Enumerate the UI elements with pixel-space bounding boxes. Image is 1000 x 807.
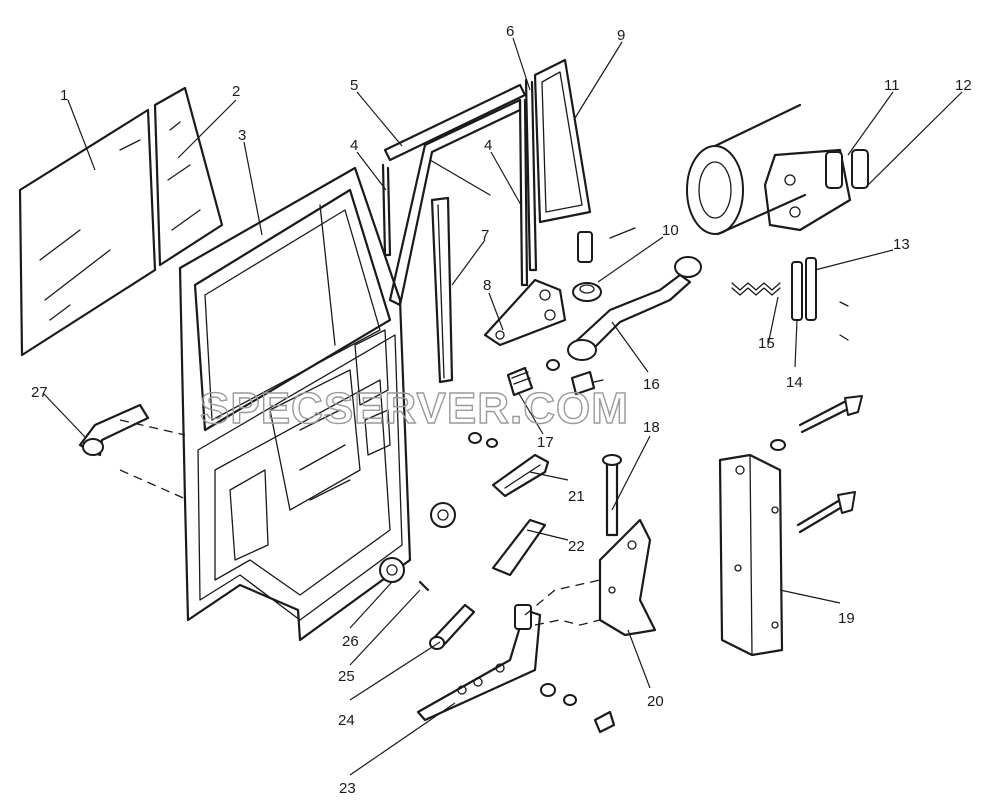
callout-25: 25 [338,668,355,685]
part-3-door-frame [178,166,412,642]
callout-3: 3 [238,127,246,144]
callout-4-right: 4 [484,137,492,154]
window-crank-gear [430,502,456,528]
part-4-seal-strip-right [518,98,529,287]
washer-small [468,359,560,448]
callout-24: 24 [338,712,355,729]
part-10-pin [577,227,636,263]
callout-9: 9 [617,27,625,44]
callout-7: 7 [481,227,489,244]
part-11-pin [825,151,843,189]
watermark-text: SPECSERVER.COM [200,384,629,433]
callout-14: 14 [786,374,803,391]
part-2-vent-glass [153,86,224,267]
part-9-quarter-glass [533,58,592,224]
hinge-washers-and-bolt [540,683,616,734]
callout-26: 26 [342,633,359,650]
part-27-outer-handle [78,403,150,457]
callout-22: 22 [568,538,585,555]
part-5-top-seal [383,83,527,162]
part-15-spring [731,282,781,296]
callout-27: 27 [31,384,48,401]
callout-6: 6 [506,23,514,40]
pillar-bolt-lower [796,491,856,534]
callout-13: 13 [893,236,910,253]
callout-2: 2 [232,83,240,100]
part-24-crank-handle [429,603,476,650]
part-18-hinge-pin [602,454,622,537]
callout-10: 10 [662,222,679,239]
callout-5: 5 [350,77,358,94]
part-21-striker [491,453,550,498]
callout-18: 18 [643,419,660,436]
callout-20: 20 [647,693,664,710]
leader-lines [42,37,963,776]
callout-12: 12 [955,77,972,94]
assembly-dash-lines [119,419,601,626]
callout-1: 1 [60,87,68,104]
part-23-hinge-leaf [416,604,542,722]
bolt-small [570,370,604,396]
part-7-run-channel [430,196,454,384]
callout-15: 15 [758,335,775,352]
callout-17: 17 [537,434,554,451]
part-20-hinge-bracket [598,518,657,637]
pillar-bolt-upper [770,395,863,451]
part-13-pin [805,257,849,341]
hinge-mount-plate [763,148,852,232]
part-8-bracket [483,278,567,347]
part-14-pin [791,261,803,321]
callout-16: 16 [643,376,660,393]
part-22-lever [491,518,547,577]
callout-4: 4 [350,137,358,154]
part-17-clip [506,366,534,397]
part-19-hinge-pillar [718,453,784,657]
callout-8: 8 [483,277,491,294]
part-16-check-arm [567,256,702,361]
callout-labels: 1 2 3 4 4 5 6 7 8 9 10 11 12 13 14 15 16… [31,23,972,797]
part-10-bushing [572,282,602,302]
part-25-spring-clip [418,580,430,592]
callout-23: 23 [339,780,356,797]
door-outer-frame [388,98,522,307]
part-4-seal-strip-left [381,163,392,257]
callout-19: 19 [838,610,855,627]
part-26-regulator-gear [379,557,405,583]
callout-21: 21 [568,488,585,505]
part-1-glass-pane [18,108,157,357]
callout-11: 11 [884,77,900,94]
hinge-housing-cylinder [686,103,807,236]
part-6-channel [524,78,538,272]
part-12-pin [851,149,869,189]
